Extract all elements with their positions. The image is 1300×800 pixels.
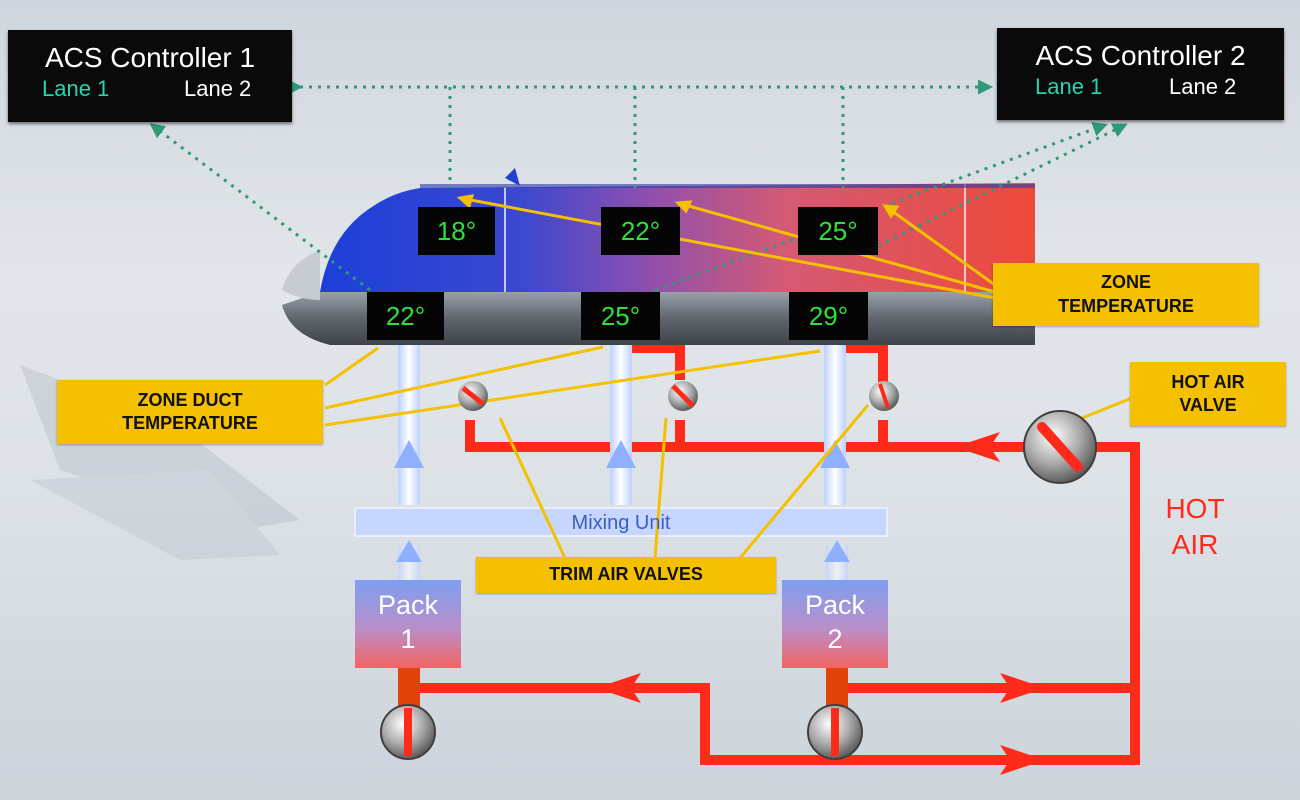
hot-air-label: HOT AIR — [1165, 493, 1225, 560]
callout-hot-air-valve: HOT AIR VALVE — [1130, 362, 1286, 426]
pack-2: Pack 2 — [782, 580, 888, 668]
signal-lines — [149, 79, 1128, 292]
trim-air-valve-2 — [668, 381, 698, 411]
hot-air-lines — [408, 343, 1140, 765]
hot-air-valve — [1023, 410, 1097, 484]
duct-temp-2: 25° — [581, 292, 660, 340]
pack-2-valve — [807, 704, 863, 760]
controller-2-title: ACS Controller 2 — [1035, 40, 1246, 71]
trim-air-valve-1 — [458, 381, 488, 411]
callout-zone-duct-temperature: ZONE DUCT TEMPERATURE — [57, 380, 323, 444]
pack-1-valve — [380, 704, 436, 760]
controller-1-title: ACS Controller 1 — [44, 42, 256, 73]
pack-1: Pack 1 — [355, 580, 461, 668]
trim-air-valve-3 — [869, 381, 899, 411]
controller-1-lane-2: Lane 2 — [184, 76, 252, 101]
zone-temp-3: 25° — [798, 207, 878, 255]
duct-temp-3: 29° — [789, 292, 868, 340]
controller-2-lane-1: Lane 1 — [1035, 74, 1103, 99]
controller-1-lane-1: Lane 1 — [42, 76, 110, 101]
acs-controller-1: ACS Controller 1 Lane 1 Lane 2 — [8, 30, 292, 122]
hot-air-arrows — [596, 432, 1045, 775]
cold-air-arrows — [394, 440, 850, 562]
zone-temp-1: 18° — [418, 207, 495, 255]
duct-temp-1: 22° — [367, 292, 444, 340]
acs-controller-2: ACS Controller 2 Lane 1 Lane 2 — [997, 28, 1284, 120]
controller-2-lane-2: Lane 2 — [1169, 74, 1237, 99]
callout-trim-air-valves: TRIM AIR VALVES — [476, 557, 776, 593]
callout-zone-temperature: ZONE TEMPERATURE — [993, 263, 1259, 326]
zone-temp-2: 22° — [601, 207, 680, 255]
mixing-unit-label: Mixing Unit — [571, 512, 671, 534]
mixing-unit-bar — [354, 507, 888, 537]
